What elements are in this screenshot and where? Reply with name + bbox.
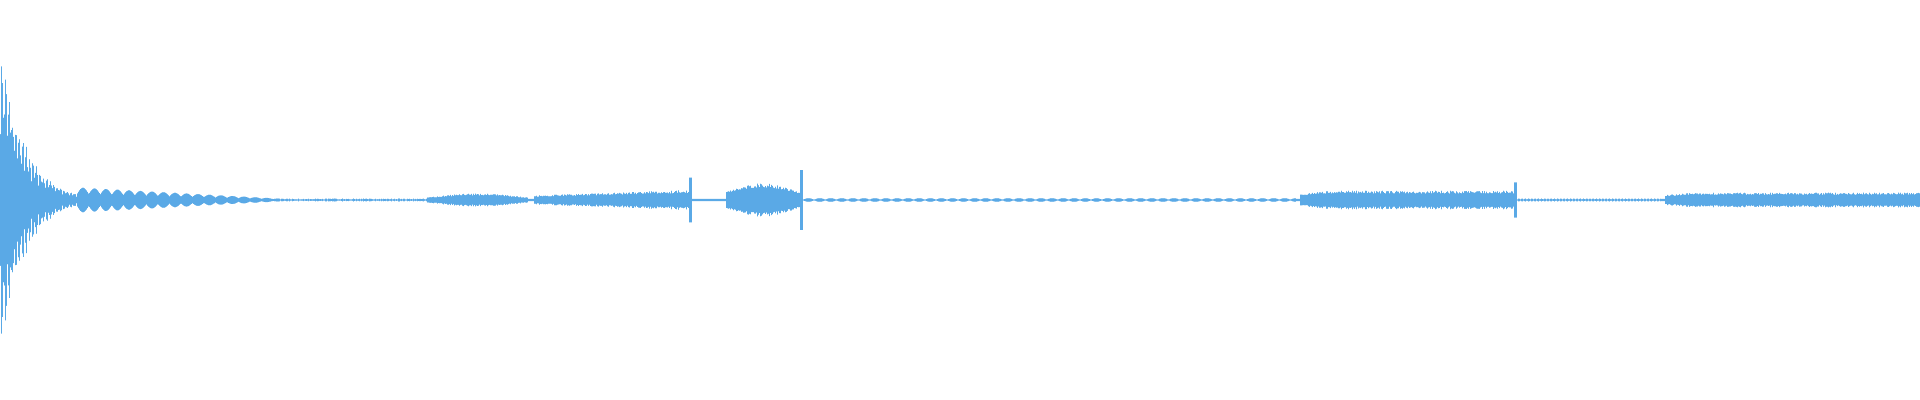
waveform-amplitude-path xyxy=(0,66,1920,334)
waveform-samples xyxy=(0,66,1920,334)
